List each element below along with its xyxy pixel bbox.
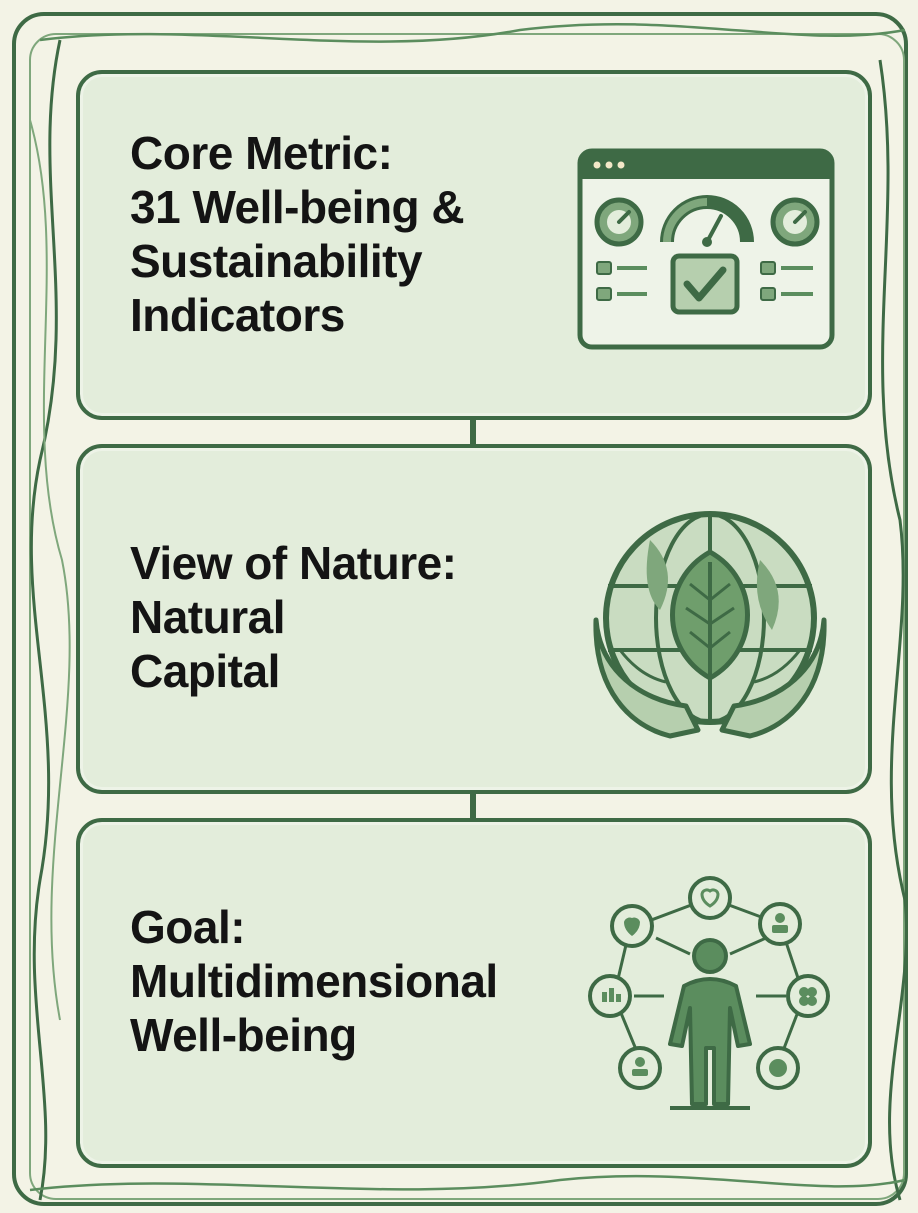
goal-line-1: Goal: bbox=[130, 901, 246, 953]
core-metric-line-1: Core Metric: bbox=[130, 127, 393, 179]
person-network-icon bbox=[588, 876, 830, 1110]
core-metric-line-4: Indicators bbox=[130, 289, 345, 341]
core-metric-text: Core Metric: 31 Well-being & Sustainabil… bbox=[130, 126, 465, 342]
goal-line-3: Well-being bbox=[130, 1009, 357, 1061]
globe-leaf-hands-icon bbox=[593, 511, 827, 739]
connector-2 bbox=[470, 790, 476, 820]
goal-line-2: Multidimensional bbox=[130, 955, 498, 1007]
panel-core-metric: Core Metric: 31 Well-being & Sustainabil… bbox=[76, 70, 872, 420]
view-of-nature-text: View of Nature: Natural Capital bbox=[130, 536, 457, 698]
vine-top bbox=[39, 22, 906, 43]
view-of-nature-line-2: Natural bbox=[130, 591, 285, 643]
view-of-nature-line-1: View of Nature: bbox=[130, 537, 457, 589]
core-metric-line-3: Sustainability bbox=[130, 235, 423, 287]
connector-1 bbox=[470, 418, 476, 448]
vine-right bbox=[878, 59, 908, 1201]
goal-text: Goal: Multidimensional Well-being bbox=[130, 900, 498, 1062]
vine-left bbox=[29, 39, 62, 1201]
view-of-nature-line-3: Capital bbox=[130, 645, 280, 697]
core-metric-line-2: 31 Well-being & bbox=[130, 181, 465, 233]
vine-left-2 bbox=[29, 119, 71, 1021]
panel-goal: Goal: Multidimensional Well-being bbox=[76, 818, 872, 1168]
panel-view-of-nature: View of Nature: Natural Capital bbox=[76, 444, 872, 794]
dashboard-icon bbox=[577, 148, 835, 350]
vine-bottom bbox=[29, 1174, 906, 1192]
